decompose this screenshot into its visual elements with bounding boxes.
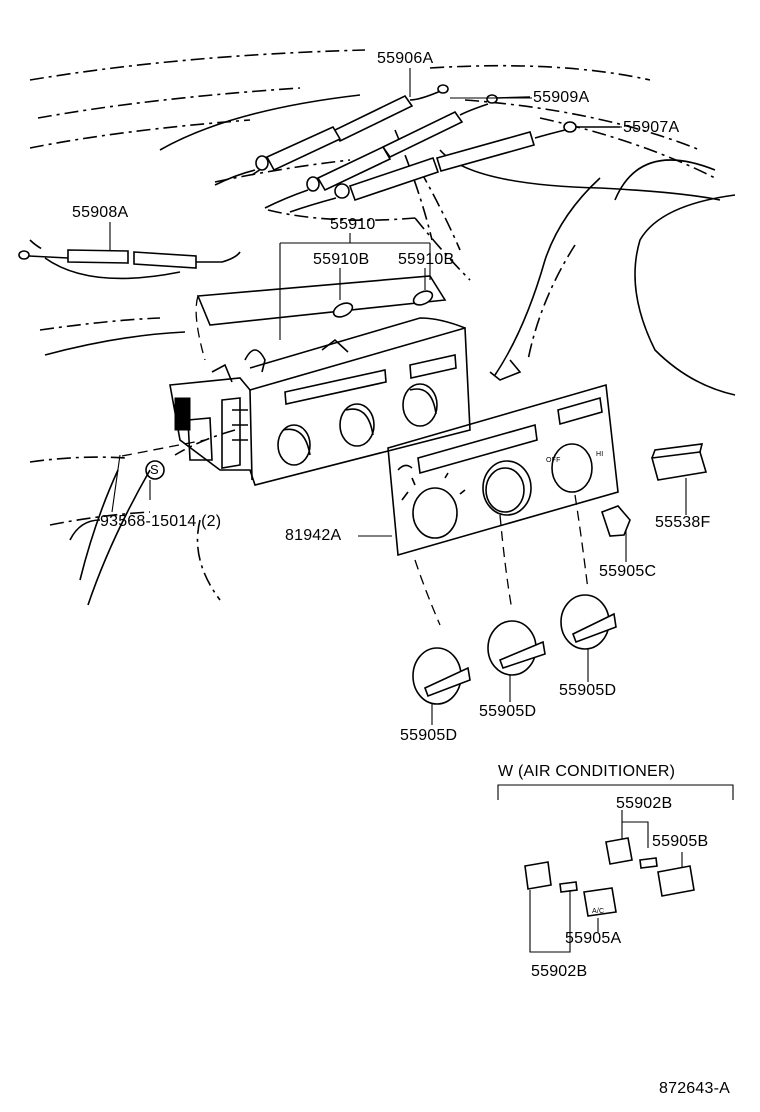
label-55905D-left: 55905D: [400, 727, 458, 744]
label-81942A: 81942A: [285, 527, 342, 544]
figure-id: 872643-A: [659, 1080, 730, 1097]
blank-55538F: [650, 443, 708, 481]
label-air-conditioner-variant: W (AIR CONDITIONER): [498, 763, 676, 780]
label-55907A: 55907A: [623, 119, 680, 136]
label-55910B-left: 55910B: [313, 251, 370, 268]
label-55905D-right: 55905D: [559, 682, 617, 699]
dashboard-outline: [29, 49, 736, 606]
label-55905A: 55905A: [565, 930, 622, 947]
screw-93568: [121, 439, 206, 480]
clips-55910b: [332, 290, 434, 318]
label-55905D-middle: 55905D: [479, 703, 537, 720]
label-55905C: 55905C: [599, 563, 657, 580]
label-55902B-bottom: 55902B: [531, 963, 588, 980]
knob-55905C: [600, 505, 631, 537]
ac-switch-mark: A/C: [592, 908, 605, 915]
front-panel-81942A: [387, 383, 619, 557]
label-93568-15014: 93568-15014 (2): [100, 513, 222, 530]
label-55538F: 55538F: [655, 514, 711, 531]
label-55906A: 55906A: [377, 50, 434, 67]
control-unit-case: [169, 275, 471, 486]
knobs-55905D: [412, 494, 617, 705]
label-55908A: 55908A: [72, 204, 129, 221]
label-55910: 55910: [330, 216, 376, 233]
label-55909A: 55909A: [533, 89, 590, 106]
s-symbol: S: [150, 462, 159, 477]
panel-mark-hi: HI: [596, 451, 604, 458]
panel-mark-off: OFF: [546, 457, 561, 464]
label-55905B: 55905B: [652, 833, 709, 850]
ac-variant-group: [497, 784, 734, 953]
label-55910B-right: 55910B: [398, 251, 455, 268]
label-55902B-top: 55902B: [616, 795, 673, 812]
control-cables: [18, 84, 620, 269]
